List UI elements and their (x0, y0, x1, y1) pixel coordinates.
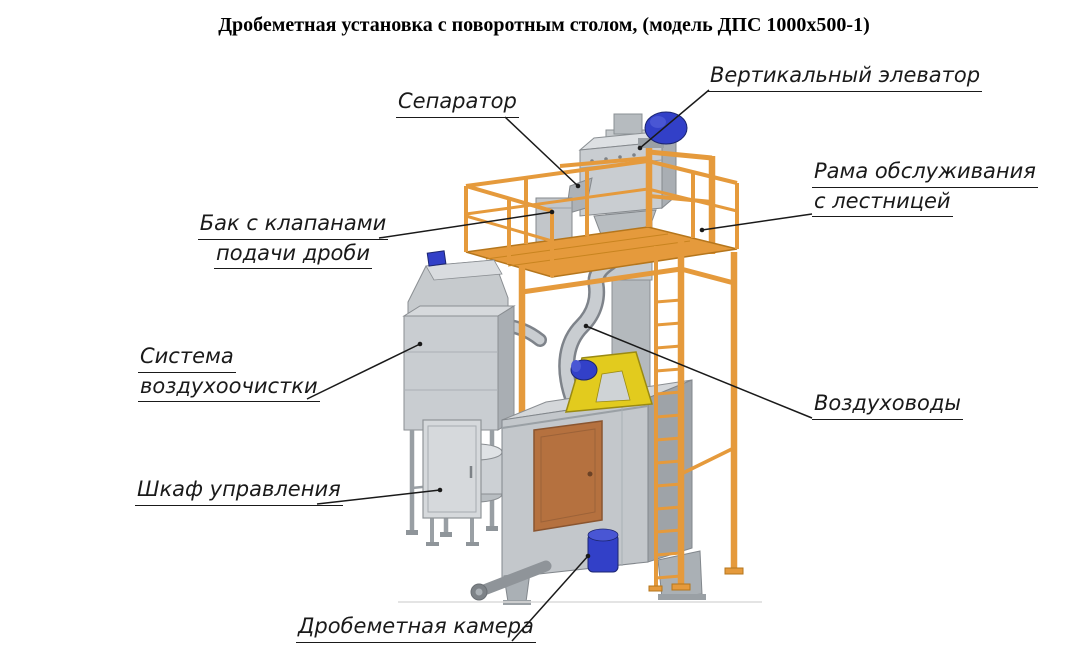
label-separator: Сепаратор (396, 88, 519, 118)
label-air-cleaning-system: Система воздухоочистки (138, 343, 320, 403)
blast-chamber-body (470, 351, 706, 605)
chamber-door (533, 420, 603, 532)
motor-mount (638, 138, 664, 148)
table-drive-mount (564, 351, 653, 413)
platform-railing (464, 159, 739, 277)
page-title: Дробеметная установка с поворотным столо… (218, 14, 870, 36)
label-air-ducts: Воздуховоды (812, 390, 963, 420)
label-vertical-elevator: Вертикальный элеватор (708, 62, 983, 92)
collector-motor (426, 250, 447, 267)
screw-conveyor (470, 560, 552, 601)
label-service-frame: Рама обслуживания с лестницей (812, 158, 1038, 218)
front-frame-posts (671, 240, 744, 591)
service-platform (464, 159, 739, 414)
label-control-cabinet: Шкаф управления (135, 476, 343, 506)
label-blast-chamber: Дробеметная камера (296, 613, 536, 643)
leader-lines (306, 89, 813, 642)
bottom-motor (587, 528, 619, 573)
label-shot-tank: Бак с клапанами подачи дроби (193, 210, 393, 270)
control-cabinet-box (422, 419, 482, 546)
elevator-motor (644, 111, 688, 145)
access-ladder (648, 246, 682, 592)
